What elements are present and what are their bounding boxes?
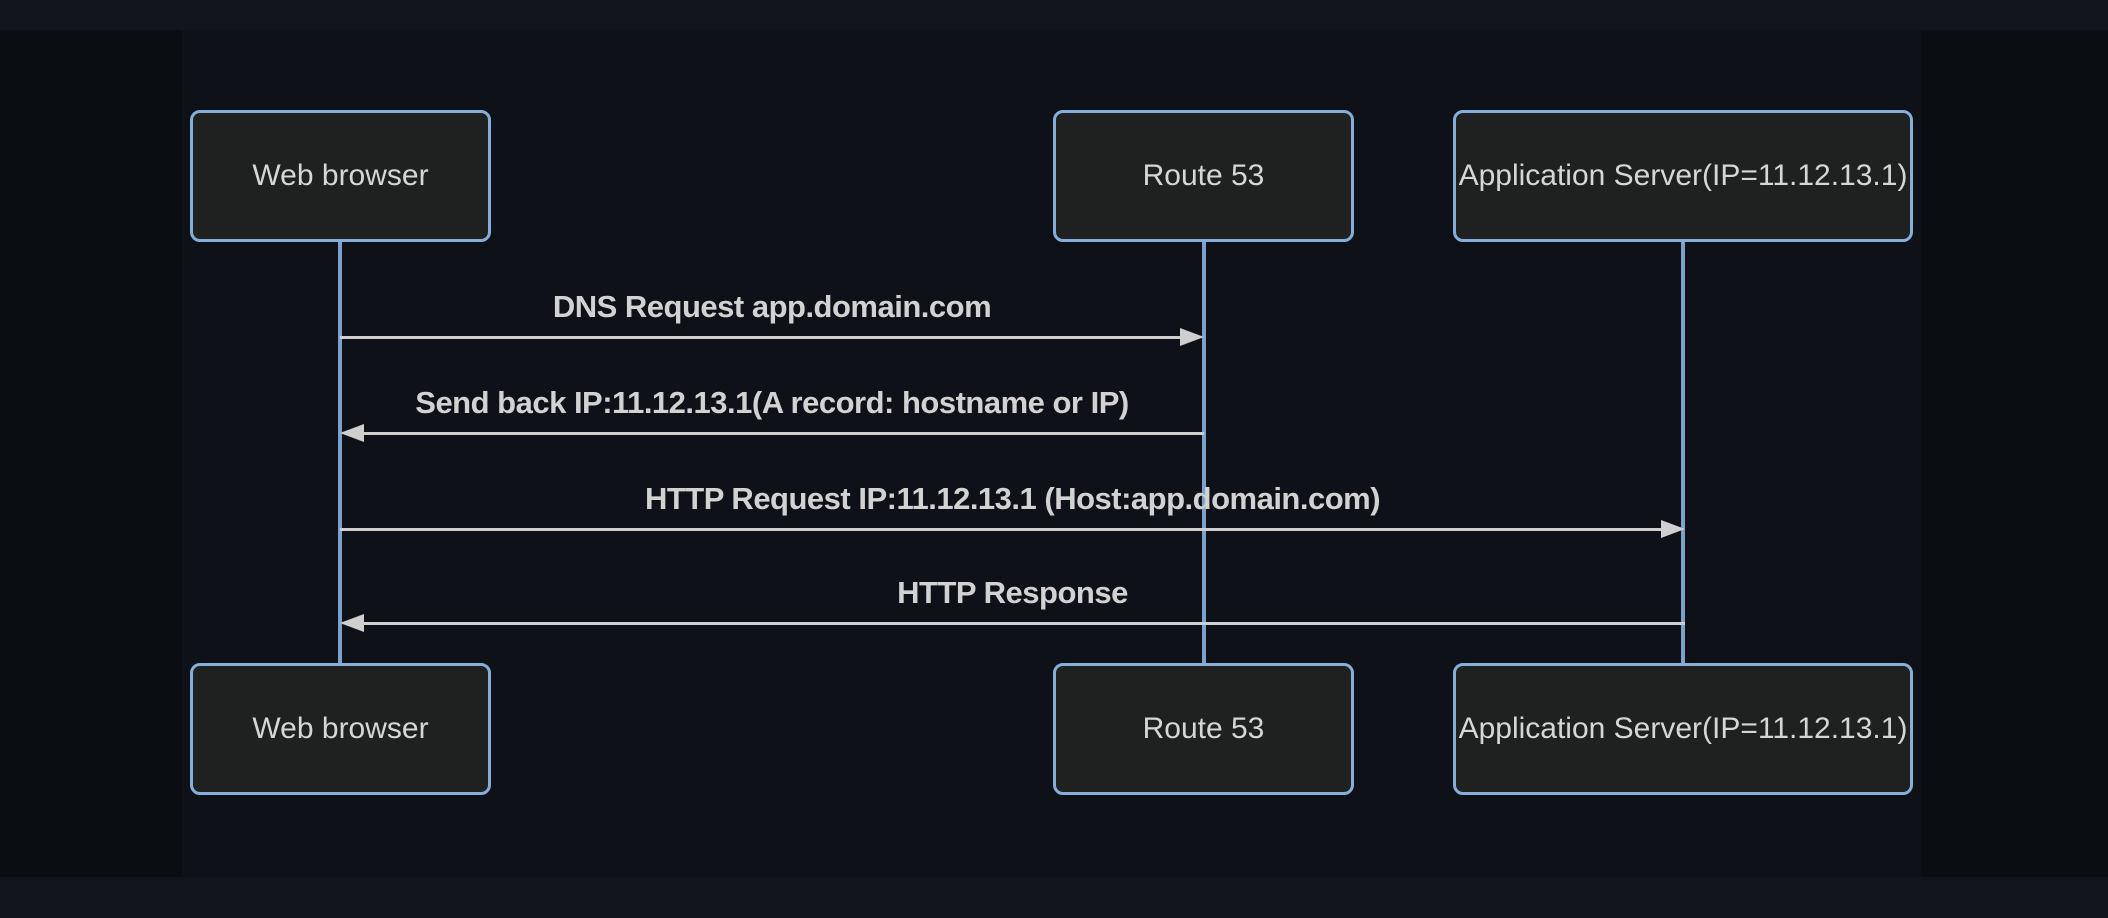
message-line-dns-request (340, 336, 1184, 339)
actor-box-web-browser-top: Web browser (190, 110, 491, 242)
lifeline-route-53 (1202, 242, 1206, 663)
arrowhead-right-icon (1180, 328, 1204, 346)
message-line-http-response (362, 622, 1685, 625)
message-label-dns-request: DNS Request app.domain.com (552, 289, 992, 324)
lifeline-app-server (1681, 242, 1685, 663)
message-label-http-response: HTTP Response (897, 575, 1128, 610)
actor-label-route-53: Route 53 (1142, 712, 1265, 745)
message-line-send-back-ip (362, 432, 1204, 435)
actor-label-web-browser: Web browser (252, 712, 429, 745)
arrowhead-right-icon (1661, 520, 1685, 538)
actor-box-route-53-bottom: Route 53 (1053, 663, 1354, 795)
arrowhead-left-icon (340, 614, 364, 632)
message-line-http-request (340, 528, 1665, 531)
actor-label-app-server: Application Server(IP=11.12.13.1) (1458, 712, 1908, 745)
message-label-http-request: HTTP Request IP:11.12.13.1 (Host:app.dom… (644, 481, 1381, 516)
actor-label-app-server: Application Server(IP=11.12.13.1) (1458, 159, 1908, 192)
actor-box-app-server-top: Application Server(IP=11.12.13.1) (1453, 110, 1913, 242)
lifeline-web-browser (338, 242, 342, 663)
arrowhead-left-icon (340, 424, 364, 442)
page-top-band (0, 0, 2108, 30)
message-label-send-back-ip: Send back IP:11.12.13.1(A record: hostna… (415, 385, 1129, 420)
page-bottom-band (0, 877, 2108, 918)
actor-box-route-53-top: Route 53 (1053, 110, 1354, 242)
actor-label-web-browser: Web browser (252, 159, 429, 192)
actor-box-app-server-bottom: Application Server(IP=11.12.13.1) (1453, 663, 1913, 795)
actor-box-web-browser-bottom: Web browser (190, 663, 491, 795)
actor-label-route-53: Route 53 (1142, 159, 1265, 192)
